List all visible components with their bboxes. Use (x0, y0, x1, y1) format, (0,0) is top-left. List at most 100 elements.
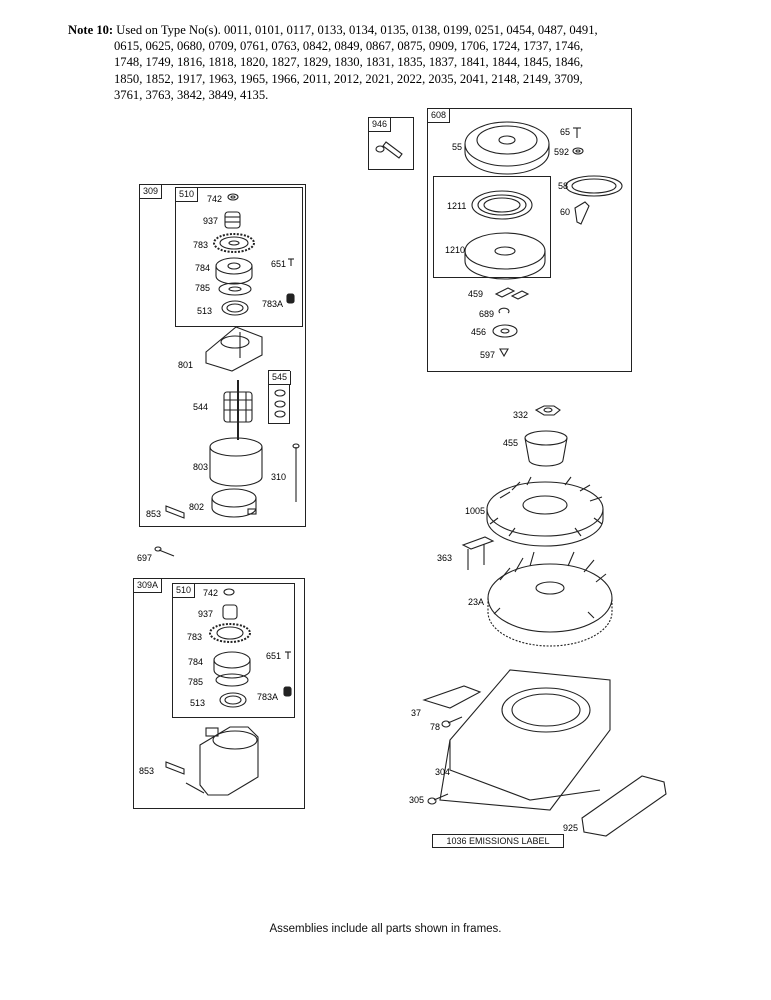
note-line: 1748, 1749, 1816, 1818, 1820, 1827, 1829… (114, 55, 584, 70)
part-937b-drawing (222, 604, 238, 620)
frame-608-inner (433, 176, 551, 278)
part-37-drawing (422, 685, 482, 709)
frame-tag: 510 (176, 188, 199, 202)
part-label: 592 (554, 147, 570, 157)
part-544-drawing (223, 380, 253, 440)
part-65-drawing (573, 127, 581, 138)
part-label: 783A (257, 692, 279, 702)
part-label: 305 (409, 795, 425, 805)
part-785-drawing (218, 282, 252, 296)
part-label: 23A (468, 597, 485, 607)
part-456-drawing (492, 324, 518, 338)
part-742b-drawing (223, 588, 235, 596)
part-label: 783 (187, 632, 203, 642)
part-label: 802 (189, 502, 205, 512)
part-label: 783A (262, 299, 284, 309)
assemblies-footnote: Assemblies include all parts shown in fr… (269, 923, 502, 935)
frame-309A: 309A (133, 578, 305, 809)
part-label: 513 (197, 306, 213, 316)
part-label: 459 (468, 289, 484, 299)
part-label: 925 (563, 823, 579, 833)
part-651-drawing (288, 258, 294, 266)
frame-309: 309 (139, 184, 306, 527)
part-1210-drawing (464, 232, 546, 280)
part-783b-drawing (209, 623, 251, 643)
part-545-drawing (274, 389, 286, 418)
part-label: 513 (190, 698, 206, 708)
part-513b-drawing (219, 692, 247, 708)
note-line: Used on Type No(s). 0011, 0101, 0117, 01… (116, 23, 598, 37)
part-label: 853 (139, 766, 155, 776)
part-label: 783 (193, 240, 209, 250)
part-label: 1211 (447, 201, 467, 211)
part-1211-drawing (471, 190, 533, 220)
part-55-drawing (464, 121, 550, 175)
part-689-drawing (498, 307, 510, 314)
part-853b-drawing (165, 761, 185, 775)
frame-tag: 510 (173, 584, 196, 598)
frame-tag: 309 (140, 185, 163, 199)
part-592-drawing (572, 147, 584, 155)
frame-545: 545 (268, 370, 292, 424)
part-310-drawing (292, 443, 300, 502)
frame-510-upper: 510 (175, 187, 303, 327)
part-304-drawing (439, 669, 611, 811)
part-label: 937 (203, 216, 219, 226)
part-label: 304 (435, 767, 451, 777)
note-line: 1850, 1852, 1917, 1963, 1965, 1966, 2011… (114, 71, 583, 86)
part-783Ab-drawing (283, 686, 292, 697)
frame-510-lower: 510 (172, 583, 295, 718)
part-802-drawing (211, 488, 257, 518)
part-label: 697 (137, 553, 153, 563)
part-455-drawing (524, 430, 568, 467)
note-lead: Note 10: (68, 23, 114, 37)
note-line: 3761, 3763, 3842, 3849, 4135. (114, 87, 269, 102)
part-label: 332 (513, 410, 529, 420)
frame-608: 608 (427, 108, 632, 372)
part-742-drawing (227, 193, 239, 201)
part-78-drawing (441, 716, 463, 728)
part-label: 310 (271, 472, 287, 482)
part-946-drawing (375, 141, 403, 159)
frame-946: 946 (368, 117, 414, 170)
part-784-drawing (215, 257, 253, 285)
part-label: 801 (178, 360, 194, 370)
part-label: 58 (558, 181, 569, 191)
part-label: 937 (198, 609, 214, 619)
part-363-drawing (461, 536, 495, 570)
part-785b-drawing (215, 673, 249, 687)
part-1005-drawing (486, 476, 604, 547)
part-label: 78 (430, 722, 441, 732)
part-label: 742 (207, 194, 223, 204)
frame-tag: 545 (269, 371, 292, 385)
part-332-drawing (534, 405, 561, 416)
part-label: 1210 (445, 245, 466, 255)
part-459-drawing (494, 287, 530, 300)
part-513-drawing (221, 300, 249, 316)
part-23A-drawing (487, 551, 613, 647)
part-label: 1005 (465, 506, 486, 516)
part-803-drawing (209, 437, 263, 487)
part-783A-drawing (286, 293, 295, 304)
part-label: 651 (266, 651, 282, 661)
part-label: 65 (560, 127, 571, 137)
part-label: 689 (479, 309, 495, 319)
part-label: 363 (437, 553, 453, 563)
note-line: 0615, 0625, 0680, 0709, 0761, 0763, 0842… (114, 39, 584, 54)
part-801-drawing (205, 326, 263, 372)
frame-tag: 608 (428, 109, 451, 123)
part-697-drawing (154, 546, 175, 557)
frame-tag: 946 (369, 118, 392, 132)
part-label: 60 (560, 207, 571, 217)
part-label: 455 (503, 438, 519, 448)
part-label: 785 (195, 283, 211, 293)
part-label: 785 (188, 677, 204, 687)
part-597-drawing (499, 348, 509, 358)
part-label: 784 (188, 657, 204, 667)
emissions-label-box: 1036 EMISSIONS LABEL (432, 834, 564, 848)
part-label: 37 (411, 708, 422, 718)
part-label: 853 (146, 509, 162, 519)
part-60-drawing (574, 201, 590, 225)
part-label: 544 (193, 402, 209, 412)
